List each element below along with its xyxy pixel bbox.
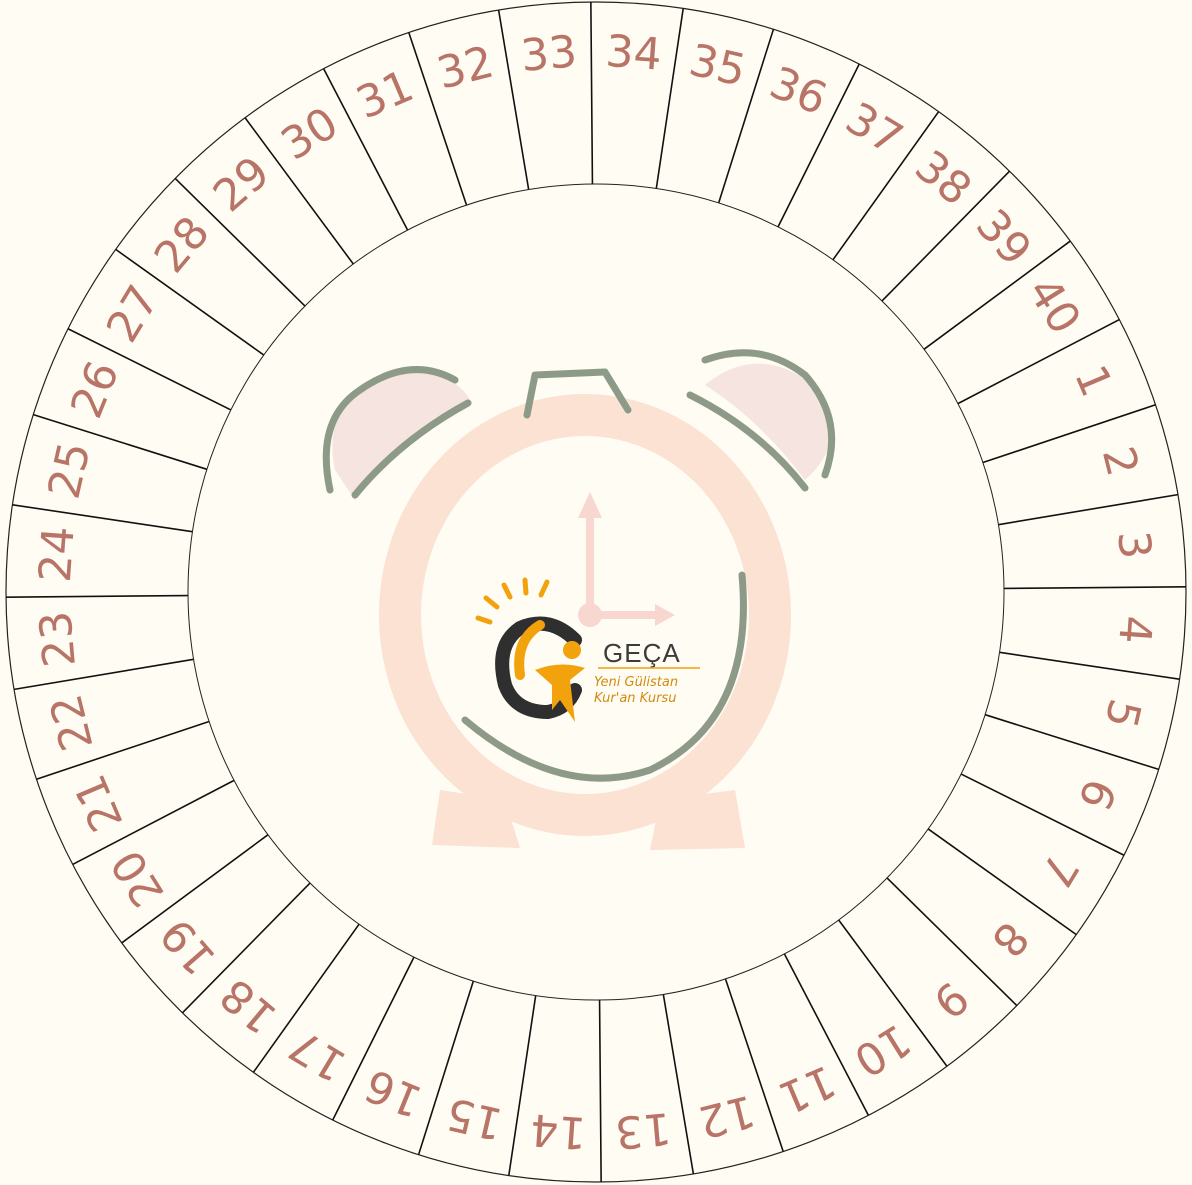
logo-subtitle-line1: Yeni Gülistan: [594, 675, 678, 690]
wheel-number: 3: [1107, 529, 1160, 561]
inner-disc: [188, 184, 1004, 1000]
logo-subtitle-line2: Kur'an Kursu: [594, 691, 676, 706]
wheel-number: 24: [30, 525, 85, 584]
logo-title: GEÇA: [603, 638, 681, 668]
wheel-number: 33: [519, 26, 579, 82]
wheel-number: 4: [1108, 614, 1161, 645]
wheel-number: 23: [30, 609, 86, 669]
wheel-number: 34: [604, 26, 663, 81]
wheel-number: 13: [613, 1102, 673, 1158]
wheel-number: 14: [529, 1103, 588, 1158]
